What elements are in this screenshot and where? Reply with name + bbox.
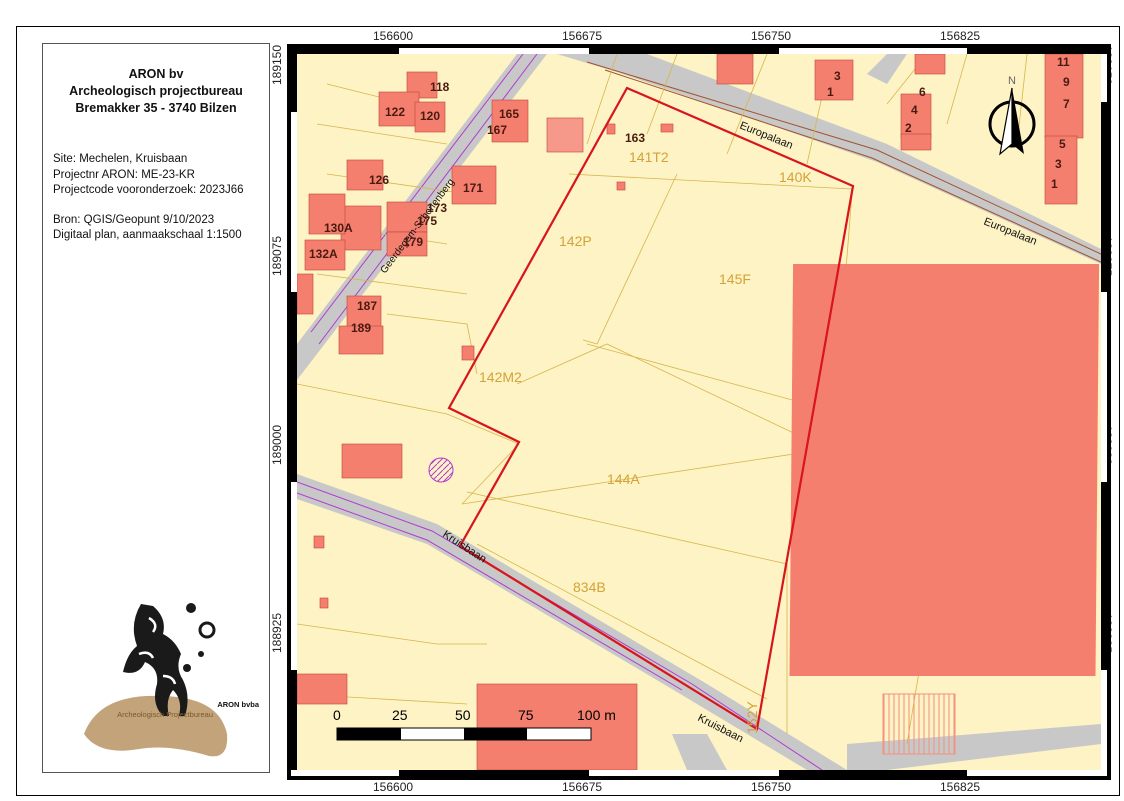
house-number: 189 bbox=[351, 321, 371, 335]
hatched-shed[interactable] bbox=[882, 693, 956, 755]
source-text: Bron: QGIS/Geopunt 9/10/2023 bbox=[53, 213, 215, 226]
parcel-label: 140K bbox=[779, 169, 812, 185]
parcel-label: 142M2 bbox=[479, 369, 522, 385]
x-tick-bottom-3: 156750 bbox=[751, 780, 792, 794]
house-number: 120 bbox=[420, 109, 440, 123]
house-number: 179 bbox=[403, 235, 423, 249]
info-details: Site: Mechelen, Kruisbaan Projectnr ARON… bbox=[53, 152, 268, 244]
house-number: 3 bbox=[1055, 157, 1062, 171]
plan-text: Digitaal plan, aanmaakschaal 1:1500 bbox=[53, 229, 242, 241]
north-arrow-icon: N bbox=[988, 75, 1036, 156]
y-tick-left-3: 189000 bbox=[270, 424, 285, 466]
x-tick-top-1: 156600 bbox=[373, 29, 414, 43]
x-tick-top-3: 156750 bbox=[751, 29, 792, 43]
north-label: N bbox=[1008, 75, 1016, 87]
x-tick-bottom-2: 156675 bbox=[562, 780, 603, 794]
scale-bar: 0 25 50 75 100 m bbox=[333, 707, 616, 741]
parcel-label: 152Y bbox=[744, 701, 760, 734]
house-number: 1 bbox=[1051, 177, 1058, 191]
site-text: Site: Mechelen, Kruisbaan bbox=[53, 153, 188, 165]
x-tick-bottom-1: 156600 bbox=[373, 780, 414, 794]
project-code-text: Projectcode vooronderzoek: 2023J66 bbox=[53, 184, 244, 196]
parcel-label: 144A bbox=[607, 471, 640, 487]
house-number-labels: 118 122 120 165 167 163 126 171 173 175 … bbox=[309, 55, 1070, 335]
logo-subtitle: Archeologisch Projectbureau bbox=[117, 710, 213, 719]
y-tick-left-2: 189075 bbox=[270, 235, 285, 277]
house-number: 132A bbox=[309, 247, 338, 261]
site-outline[interactable] bbox=[447, 86, 855, 731]
house-number: 171 bbox=[463, 181, 483, 195]
x-tick-top-4: 156825 bbox=[940, 29, 981, 43]
house-number: 122 bbox=[385, 105, 405, 119]
house-number: 5 bbox=[1059, 137, 1066, 151]
house-number: 173 bbox=[427, 201, 447, 215]
info-panel: ARON bv Archeologisch projectbureau Brem… bbox=[42, 43, 270, 773]
house-number: 126 bbox=[369, 173, 389, 187]
y-tick-left-1: 189150 bbox=[270, 44, 285, 86]
x-tick-bottom-4: 156825 bbox=[940, 780, 981, 794]
parcel-labels: 141T2 140K 142P 145F 142M2 144A 834B 152… bbox=[479, 149, 812, 734]
house-number: 175 bbox=[417, 214, 437, 228]
cadastral-map[interactable]: Europalaan Europalaan Kruisbaan Kruisbaa… bbox=[287, 44, 1111, 780]
company-name: ARON bv bbox=[128, 67, 184, 81]
scale-label: 100 m bbox=[577, 707, 616, 723]
house-number: 130A bbox=[324, 221, 353, 235]
company-address: Bremakker 35 - 3740 Bilzen bbox=[75, 101, 237, 115]
map-frame bbox=[16, 26, 1120, 796]
house-number: 1 bbox=[827, 85, 834, 99]
company-subtitle: Archeologisch projectbureau bbox=[69, 84, 243, 98]
house-number: 118 bbox=[430, 80, 450, 94]
scale-label: 0 bbox=[333, 707, 341, 723]
parcel-label: 142P bbox=[559, 233, 592, 249]
info-header: ARON bv Archeologisch projectbureau Brem… bbox=[43, 66, 269, 117]
house-number: 4 bbox=[911, 103, 918, 117]
parcel-label: 141T2 bbox=[629, 149, 669, 165]
y-tick-left-4: 188925 bbox=[270, 612, 285, 654]
parcel-label: 834B bbox=[573, 579, 606, 595]
house-number: 165 bbox=[499, 107, 519, 121]
house-number: 3 bbox=[834, 69, 841, 83]
scale-label: 75 bbox=[518, 707, 534, 723]
project-nr-text: Projectnr ARON: ME-23-KR bbox=[53, 168, 195, 181]
scale-label: 25 bbox=[392, 707, 408, 723]
house-number: 7 bbox=[1063, 97, 1070, 111]
scale-label: 50 bbox=[455, 707, 471, 723]
hatched-circle-feature[interactable] bbox=[428, 457, 454, 483]
house-number: 2 bbox=[905, 121, 912, 135]
aron-logo-icon bbox=[84, 603, 228, 757]
parcel-label: 145F bbox=[719, 271, 751, 287]
house-number: 11 bbox=[1057, 55, 1070, 69]
house-number: 163 bbox=[625, 131, 645, 145]
buildings bbox=[297, 54, 1084, 770]
x-tick-top-2: 156675 bbox=[562, 29, 603, 43]
house-number: 6 bbox=[919, 85, 926, 99]
house-number: 167 bbox=[487, 123, 507, 137]
house-number: 187 bbox=[357, 299, 377, 313]
large-warehouse-building[interactable] bbox=[789, 264, 1100, 676]
logo-name: ARON bvba bbox=[217, 700, 259, 709]
house-number: 9 bbox=[1063, 75, 1070, 89]
